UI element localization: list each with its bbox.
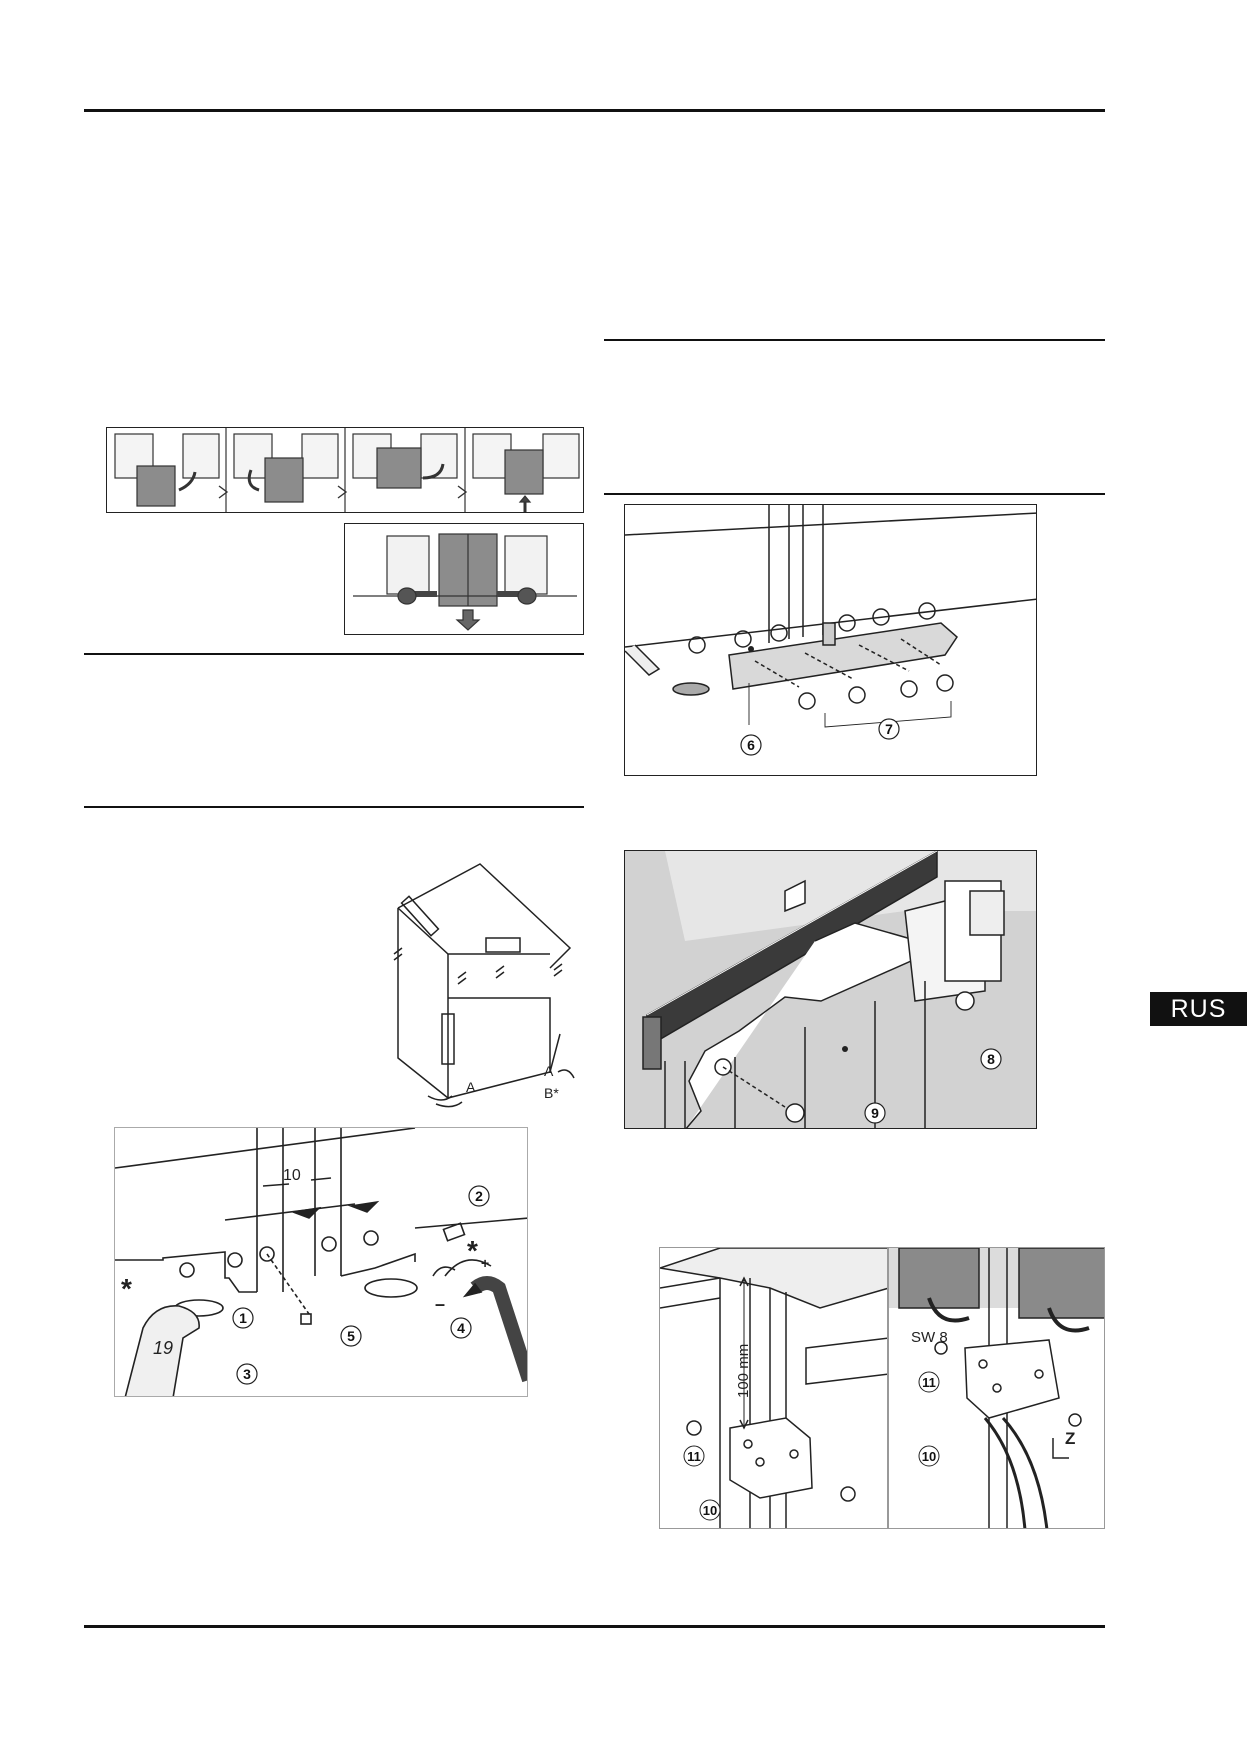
callout-9: 9 [871, 1105, 879, 1121]
callout-2: 2 [475, 1188, 483, 1204]
rail-mount-drawing: 8 9 [625, 851, 1036, 1128]
asterisk-left: * [121, 1273, 132, 1304]
feet-callout-a-left: A [466, 1079, 476, 1095]
section-rule-left-2 [84, 806, 584, 808]
dimension-100mm: 100 mm [735, 1344, 752, 1398]
minus-sign: – [435, 1294, 445, 1314]
figure-bracket: 6 7 [624, 504, 1037, 776]
feet-callout-a-right: A [544, 1063, 554, 1079]
callout-8: 8 [987, 1051, 995, 1067]
figure-rail-mount: 8 9 [624, 850, 1037, 1129]
callout-7: 7 [885, 721, 893, 737]
figure-cabinet-feet: A A B* [378, 858, 584, 1110]
callout-11-left: 11 [687, 1449, 701, 1464]
figure-top-connector-left: 100 mm 11 10 [659, 1247, 888, 1529]
figure-pull-unit [344, 523, 584, 635]
figure-top-connector-right: SW 8 Z 11 10 [888, 1247, 1105, 1529]
callout-3: 3 [243, 1366, 251, 1382]
callout-6: 6 [747, 737, 755, 753]
callout-5: 5 [347, 1328, 355, 1344]
adjust-dimension: 10 [283, 1167, 301, 1184]
mark-z: Z [1065, 1429, 1075, 1448]
callout-1: 1 [239, 1310, 247, 1326]
cabinet-feet-drawing: A A B* [393, 863, 575, 1108]
section-rule-right-1 [604, 339, 1105, 341]
bottom-rule [84, 1625, 1105, 1628]
callout-4: 4 [457, 1320, 465, 1336]
callout-10-left: 10 [703, 1503, 717, 1518]
feet-adjustment-drawing: 10 19 + – * * 1 2 3 4 5 [115, 1128, 527, 1396]
language-tab: RUS [1150, 992, 1247, 1026]
figure-install-sequence [106, 427, 584, 513]
section-rule-right-2 [604, 493, 1105, 495]
asterisk-right: * [467, 1235, 478, 1266]
install-sequence-drawing [114, 428, 580, 512]
top-rule [84, 109, 1105, 112]
section-rule-left-1 [84, 653, 584, 655]
top-connector-left-drawing: 100 mm 11 10 [660, 1248, 887, 1528]
wrench-size: 19 [153, 1338, 173, 1358]
pull-unit-drawing [353, 533, 577, 631]
top-connector-right-drawing: SW 8 Z 11 10 [889, 1248, 1104, 1528]
feet-callout-b: B* [544, 1085, 559, 1101]
tool-sw8: SW 8 [911, 1329, 948, 1346]
plus-sign: + [481, 1255, 489, 1271]
callout-10-right: 10 [922, 1449, 936, 1464]
bracket-drawing: 6 7 [625, 505, 1036, 756]
callout-11-right: 11 [922, 1375, 936, 1390]
figure-feet-adjustment: 10 19 + – * * 1 2 3 4 5 [114, 1127, 528, 1397]
